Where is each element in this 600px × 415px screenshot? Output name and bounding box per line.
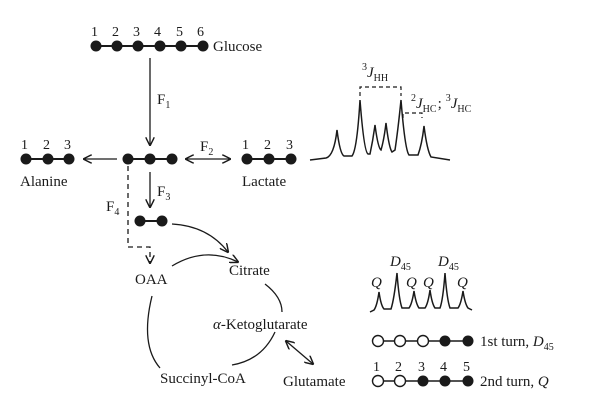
- alanine-carbon-3-number: 3: [64, 138, 71, 153]
- lactate-carbon-3: [285, 153, 297, 165]
- second-turn-carbon-2: [393, 374, 407, 388]
- f4-arrow: [127, 166, 150, 263]
- glucose-carbon-5-number: 5: [176, 25, 183, 40]
- pyruvate-carbon-2: [144, 153, 156, 165]
- alanine-label: Alanine: [20, 174, 68, 190]
- glucose-carbon-3-number: 3: [133, 25, 140, 40]
- lactate-nmr-spectrum: [309, 99, 451, 161]
- glutamate-label: Glutamate: [283, 374, 346, 390]
- first-turn-carbon-2: [393, 334, 407, 348]
- alanine-carbon-1: [20, 153, 32, 165]
- acetyl-carbon-2: [156, 215, 168, 227]
- glucose-carbon-1-number: 1: [91, 25, 98, 40]
- lactate-carbon-1: [241, 153, 253, 165]
- second-turn-carbon-3-number: 3: [418, 360, 425, 375]
- second-turn-carbon-3: [417, 375, 429, 387]
- lactate-carbon-3-number: 3: [286, 138, 293, 153]
- glucose-carbon-2-number: 2: [112, 25, 119, 40]
- pyruvate-carbon-1: [122, 153, 134, 165]
- first-turn-label: 1st turn, D45: [480, 334, 554, 353]
- alpha-ketoglutarate-label: α-Ketoglutarate: [213, 317, 308, 333]
- peak-label-5: D45: [437, 254, 459, 273]
- peak-label-1: Q: [371, 275, 382, 291]
- pyruvate-carbon-3: [166, 153, 178, 165]
- jhh-coupling-bracket: [359, 86, 402, 96]
- f2-label: F2: [200, 139, 213, 158]
- tca-cycle-arc-lower-right: [231, 331, 276, 366]
- second-turn-carbon-1: [371, 374, 385, 388]
- f4-label: F4: [106, 199, 119, 218]
- tca-cycle-arc-left: [146, 295, 161, 369]
- second-turn-carbon-1-number: 1: [373, 360, 380, 375]
- second-turn-carbon-4: [439, 375, 451, 387]
- first-turn-row: 1st turn, D45: [371, 334, 554, 353]
- second-turn-carbon-2-number: 2: [395, 360, 402, 375]
- acetyl-molecule: [134, 215, 168, 227]
- glutamate-nmr-spectrum: [369, 272, 473, 313]
- second-turn-carbon-5: [462, 375, 474, 387]
- glucose-carbon-4-number: 4: [154, 25, 161, 40]
- jhh-coupling-label: 3JHH: [362, 62, 388, 84]
- lactate-carbon-2-number: 2: [264, 138, 271, 153]
- second-turn-label: 2nd turn, Q: [480, 374, 549, 390]
- acetyl-to-citrate-arrow: [171, 223, 228, 252]
- peak-label-6: Q: [457, 275, 468, 291]
- peak-label-2: D45: [389, 254, 411, 273]
- second-turn-carbon-5-number: 5: [463, 360, 470, 375]
- acetyl-carbon-1: [134, 215, 146, 227]
- alanine-carbon-2: [42, 153, 54, 165]
- citrate-label: Citrate: [229, 263, 270, 279]
- f1-label: F1: [157, 92, 170, 111]
- succinyl-coa-label: Succinyl-CoA: [160, 371, 246, 387]
- lactate-carbon-1-number: 1: [242, 138, 249, 153]
- lactate-carbon-2: [263, 153, 275, 165]
- first-turn-carbon-3: [416, 334, 430, 348]
- jhc-coupling-bracket: [402, 112, 423, 118]
- glucose-carbon-1: [90, 40, 102, 52]
- alanine-carbon-1-number: 1: [21, 138, 28, 153]
- oaa-label: OAA: [135, 272, 168, 288]
- peak-label-4: Q: [423, 275, 434, 291]
- first-turn-carbon-5: [462, 335, 474, 347]
- first-turn-carbon-1: [371, 334, 385, 348]
- second-turn-carbon-4-number: 4: [440, 360, 447, 375]
- jhc-coupling-label: 2JHC;3JHC: [411, 93, 472, 115]
- glucose-molecule: 1 2 3 4 5 6 Glucose: [90, 25, 262, 55]
- glucose-carbon-6: [197, 40, 209, 52]
- alanine-molecule: 1 2 3 Alanine: [20, 138, 75, 190]
- tca-cycle-arc-right: [264, 283, 283, 313]
- glutamate-exchange-arrow: [286, 341, 313, 364]
- first-turn-carbon-4: [439, 335, 451, 347]
- glucose-carbon-3: [132, 40, 144, 52]
- peak-label-3: Q: [406, 275, 417, 291]
- lactate-molecule: 1 2 3 Lactate: [241, 138, 297, 190]
- pyruvate-molecule: [122, 153, 178, 165]
- glucose-label: Glucose: [213, 39, 262, 55]
- alanine-carbon-2-number: 2: [43, 138, 50, 153]
- glucose-carbon-6-number: 6: [197, 25, 204, 40]
- second-turn-row: 1 2 3 4 5 2nd turn, Q: [371, 360, 549, 390]
- alanine-carbon-3: [63, 153, 75, 165]
- glucose-carbon-2: [111, 40, 123, 52]
- oaa-to-citrate-arrow: [171, 254, 238, 267]
- f3-label: F3: [157, 184, 170, 203]
- lactate-label: Lactate: [242, 174, 286, 190]
- glucose-carbon-4: [154, 40, 166, 52]
- glucose-carbon-5: [175, 40, 187, 52]
